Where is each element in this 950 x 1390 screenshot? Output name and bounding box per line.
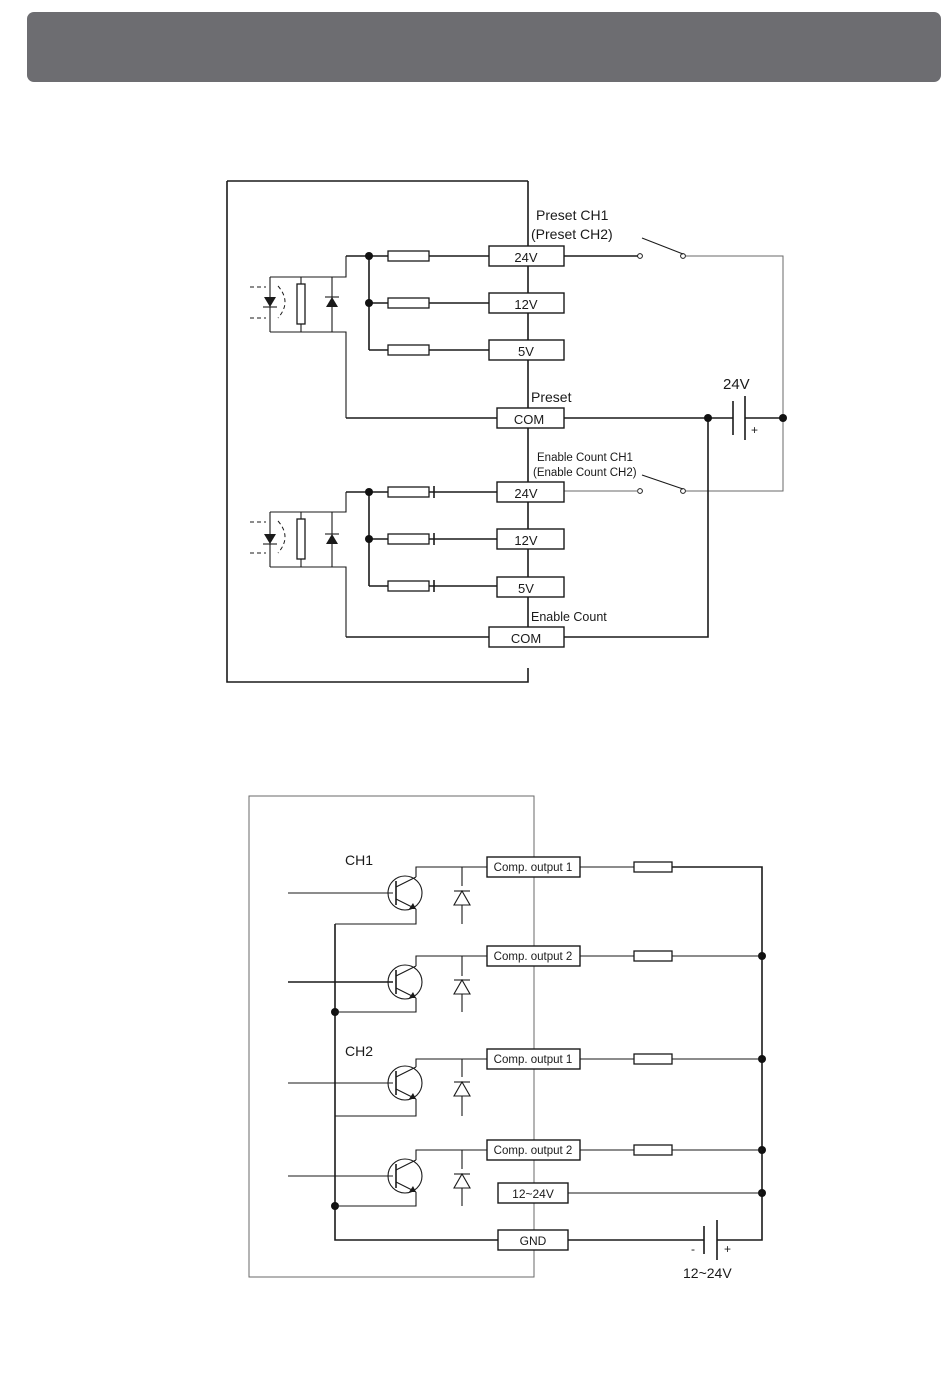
transistor-stage-1 (288, 867, 487, 924)
resistor (388, 345, 429, 355)
transistor-stage-2 (288, 956, 487, 1012)
load-resistor (634, 862, 672, 872)
diode-icon (326, 534, 338, 544)
resistor (388, 487, 429, 497)
led-icon (264, 534, 276, 544)
load-resistor (634, 1054, 672, 1064)
terminal-5v-label: 5V (518, 581, 534, 596)
enable-count-com-label: Enable Count (531, 610, 607, 624)
terminal-5v-label: 5V (518, 344, 534, 359)
preset-switch (642, 238, 683, 254)
battery-plus-label: + (751, 423, 758, 437)
terminal-com-label: COM (514, 412, 544, 427)
diode-icon (326, 297, 338, 307)
battery-voltage-label: 12~24V (683, 1265, 732, 1281)
resistor (388, 251, 429, 261)
diode-icon (454, 980, 470, 994)
enable-count-switch-label: Enable Count CH1 (537, 452, 633, 464)
load-resistor (634, 1145, 672, 1155)
opto-coupler-lower (250, 492, 346, 637)
terminal-comp-output-2-label: Comp. output 2 (494, 951, 573, 963)
terminal-12v-label: 12V (514, 297, 537, 312)
terminal-24v-label: 24V (514, 486, 537, 501)
battery-minus-label: - (691, 1242, 695, 1256)
channel-2-label: CH2 (345, 1043, 373, 1059)
diode-icon (454, 1082, 470, 1096)
channel-1-label: CH1 (345, 852, 373, 868)
battery-voltage-label: 24V (723, 376, 750, 393)
terminal-24v-label: 24V (514, 250, 537, 265)
terminal-gnd-label: GND (520, 1234, 547, 1248)
terminal-comp-output-1-label: Comp. output 1 (494, 1054, 573, 1066)
battery-plus-label: + (724, 1242, 731, 1256)
led-icon (264, 297, 276, 307)
preset-switch-label: Preset CH1 (536, 207, 609, 223)
terminal-12-24v-label: 12~24V (512, 1187, 554, 1201)
terminal-comp-output-2-label: Comp. output 2 (494, 1145, 573, 1157)
terminal-com-label: COM (511, 631, 541, 646)
terminal-12v-label: 12V (514, 533, 537, 548)
opto-coupler-upper (250, 256, 346, 418)
transistor-stage-4 (288, 1150, 487, 1206)
diode-icon (454, 891, 470, 905)
output-wiring-diagram: Comp. output 1 Comp. output 2 Comp. outp… (249, 796, 766, 1281)
diode-icon (454, 1174, 470, 1188)
resistor (388, 298, 429, 308)
preset-switch-label-alt: (Preset CH2) (531, 226, 613, 242)
enable-count-switch (642, 475, 683, 489)
input-wiring-diagram: 24V 12V 5V COM 24V 12V 5V COM Preset CH1… (227, 181, 787, 682)
transistor-stage-3 (288, 1059, 487, 1116)
enable-count-switch-label-alt: (Enable Count CH2) (533, 467, 637, 479)
resistor (388, 581, 429, 591)
resistor (388, 534, 429, 544)
preset-com-label: Preset (531, 389, 572, 405)
terminal-comp-output-1-label: Comp. output 1 (494, 862, 573, 874)
load-resistor (634, 951, 672, 961)
